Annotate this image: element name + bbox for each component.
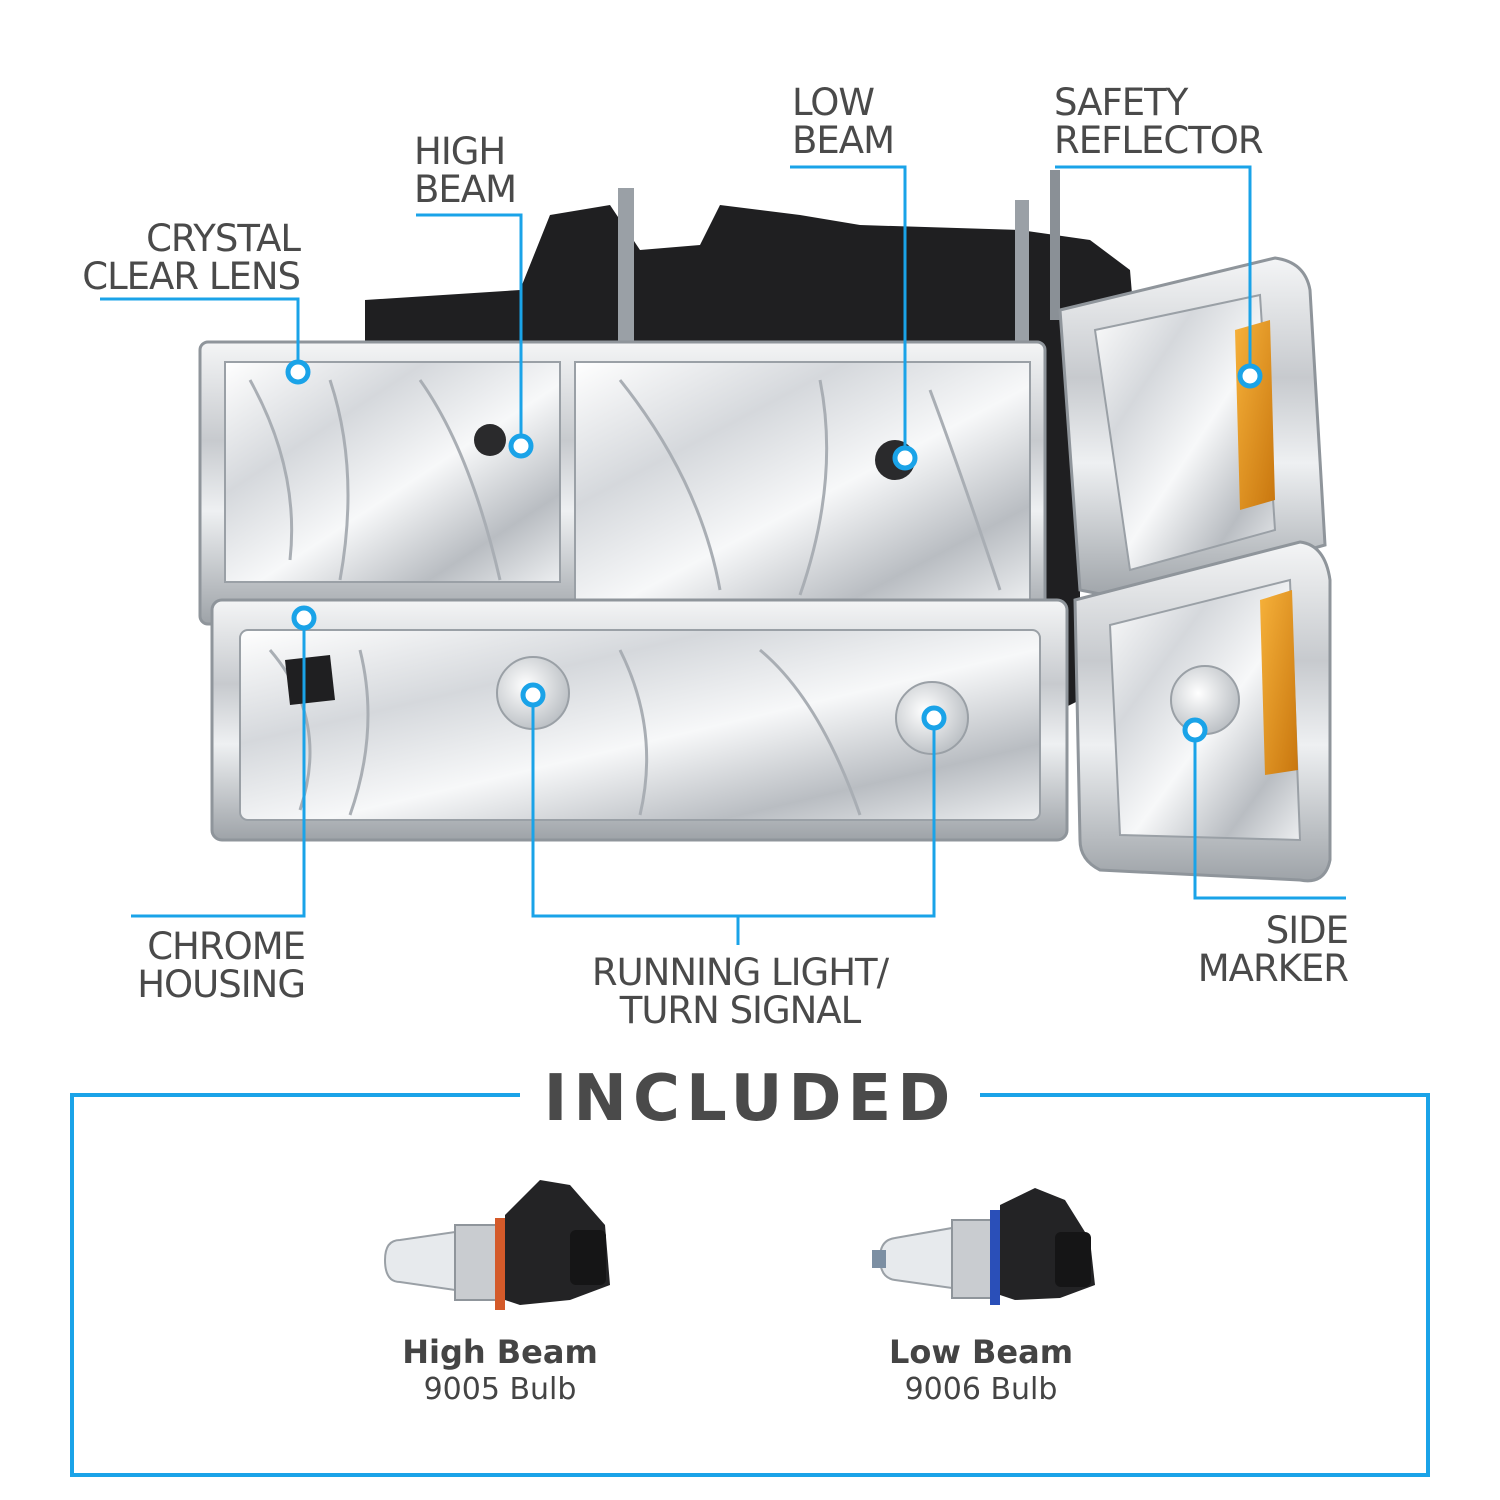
callout-lines	[100, 165, 1346, 945]
side-marker-label: SIDE MARKER	[1197, 909, 1349, 990]
running-light-label: RUNNING LIGHT/ TURN SIGNAL	[591, 951, 889, 1032]
chrome-housing-line	[131, 618, 306, 918]
bumper-light	[210, 598, 1069, 842]
running-light-line	[531, 699, 936, 918]
low-beam-line	[790, 165, 907, 458]
crystal-clear-lens-label: CRYSTAL CLEAR LENS	[82, 217, 301, 298]
safety-reflector-dot	[1237, 363, 1263, 389]
low-beam-bulb-caption: Low Beam 9006 Bulb	[831, 1333, 1131, 1409]
lower-corner-light	[1073, 540, 1332, 883]
crystal-clear-lens-dot	[285, 359, 311, 385]
chrome-housing-dot	[291, 605, 317, 631]
upper-corner-light	[1058, 256, 1327, 602]
callout-dots	[285, 359, 1263, 743]
low-beam-bulb-illustration	[872, 1188, 1095, 1305]
upper-headlight	[198, 340, 1047, 626]
low-beam-bulb-subtitle: 9006 Bulb	[904, 1372, 1058, 1407]
included-frame	[70, 1093, 1430, 1477]
low-beam-label: LOW BEAM	[792, 81, 895, 162]
low-beam-dot	[892, 445, 918, 471]
included-heading: INCLUDED	[0, 1062, 1500, 1136]
safety-reflector-line	[1055, 165, 1252, 376]
high-beam-dot	[508, 433, 534, 459]
high-beam-bulb-title: High Beam	[402, 1333, 598, 1371]
running-light-dot-left	[520, 682, 546, 708]
high-beam-line	[416, 213, 523, 446]
high-beam-bulb-subtitle: 9005 Bulb	[423, 1372, 577, 1407]
safety-reflector-label: SAFETY REFLECTOR	[1054, 81, 1264, 162]
high-beam-bulb-illustration	[383, 1180, 610, 1310]
high-beam-label: HIGH BEAM	[414, 130, 517, 211]
high-beam-bulb-caption: High Beam 9005 Bulb	[350, 1333, 650, 1409]
rear-housing	[365, 170, 1135, 720]
running-light-dot-right	[921, 705, 947, 731]
low-beam-bulb-title: Low Beam	[888, 1333, 1074, 1371]
side-marker-dot	[1182, 717, 1208, 743]
crystal-clear-lens-line	[100, 297, 300, 372]
side-marker-line	[1193, 733, 1346, 900]
chrome-housing-label: CHROME HOUSING	[137, 925, 306, 1006]
